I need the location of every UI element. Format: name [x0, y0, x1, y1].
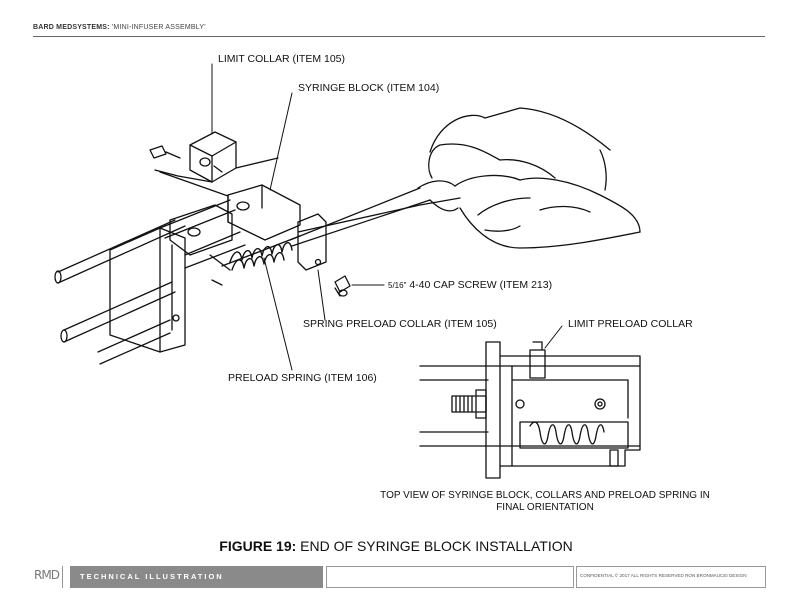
footer-divider	[62, 566, 63, 588]
callout-cap-screw-fraction: 5/16"	[388, 281, 407, 290]
pliers	[289, 180, 461, 247]
top-view-caption: TOP VIEW OF SYRINGE BLOCK, COLLARS AND P…	[330, 490, 760, 514]
callout-cap-screw-text: 4-40 CAP SCREW (ITEM 213)	[409, 279, 553, 291]
footer-blank-box	[326, 566, 574, 588]
top-view-caption-line1: TOP VIEW OF SYRINGE BLOCK, COLLARS AND P…	[380, 490, 710, 501]
header-title: BARD MEDSYSTEMS: 'MINI-INFUSER ASSEMBLY'	[33, 24, 206, 31]
top-view-illustration	[419, 341, 641, 479]
preload-spring	[221, 235, 301, 271]
slide-rails	[159, 199, 246, 286]
footer-band	[70, 566, 323, 588]
leader-lines	[211, 63, 563, 371]
figure-title: END OF SYRINGE BLOCK INSTALLATION	[300, 538, 573, 554]
header-brand: BARD MEDSYSTEMS:	[33, 24, 110, 31]
footer-logo: RMD	[34, 568, 60, 582]
callout-syringe-block: SYRINGE BLOCK (ITEM 104)	[298, 82, 440, 94]
figure-label: FIGURE 19:	[219, 538, 297, 554]
header-subtitle: 'MINI-INFUSER ASSEMBLY'	[111, 24, 206, 31]
end-plate	[109, 227, 186, 353]
top-view-caption-line2: FINAL ORIENTATION	[496, 502, 594, 513]
limit-collar	[154, 131, 279, 197]
figure-caption: FIGURE 19: END OF SYRINGE BLOCK INSTALLA…	[0, 538, 792, 554]
callout-cap-screw: 5/16" 4-40 CAP SCREW (ITEM 213)	[388, 279, 552, 291]
cap-screw	[334, 275, 351, 297]
callout-preload-spring: PRELOAD SPRING (ITEM 106)	[228, 372, 377, 384]
header-rule	[33, 36, 765, 37]
callout-limit-collar: LIMIT COLLAR (ITEM 105)	[218, 53, 346, 65]
small-screw-left	[149, 145, 181, 159]
footer-section-label: TECHNICAL ILLUSTRATION	[80, 572, 224, 581]
guide-rods	[54, 219, 186, 365]
spring-preload-collar	[297, 213, 327, 271]
footer-confidential-text: CONFIDENTIAL © 2017 ALL RIGHTS RESERVED …	[580, 573, 747, 578]
callout-limit-preload-collar: LIMIT PRELOAD COLLAR	[568, 318, 693, 330]
callout-spring-preload-collar: SPRING PRELOAD COLLAR (ITEM 105)	[303, 318, 497, 330]
footer-confidential-box	[576, 566, 766, 588]
syringe-block	[169, 184, 301, 256]
hand-illustration	[428, 107, 641, 249]
